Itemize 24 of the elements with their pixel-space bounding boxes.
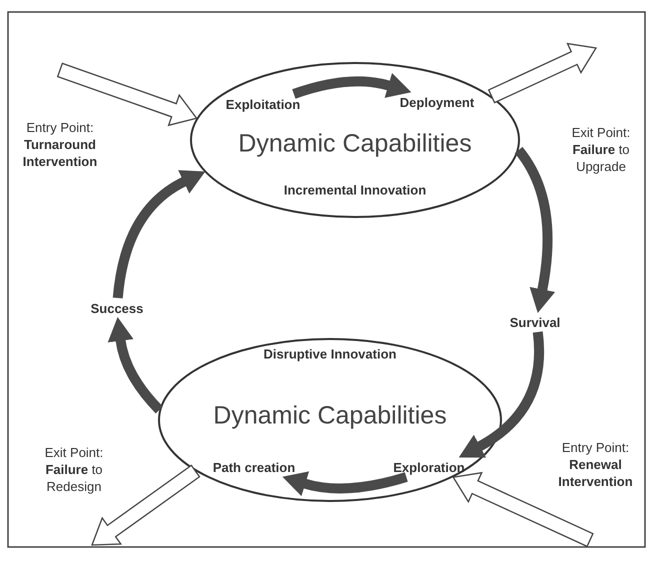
stage-label: Survival: [505, 312, 565, 332]
stage-label: Deployment: [395, 92, 479, 112]
stage-label: Exploitation: [222, 94, 304, 114]
cycle-arrow: [514, 147, 556, 314]
entry-exit-note: Entry Point: Renewal Intervention: [557, 440, 634, 491]
cycle-arrow: [108, 317, 163, 414]
cycle-arrow: [459, 332, 544, 458]
stage-label: Exploration: [388, 457, 470, 477]
ellipse-subtitle: Incremental Innovation: [284, 182, 426, 198]
entry-exit-note: Exit Point: Failure to Redesign: [44, 445, 104, 496]
hollow-arrow: [488, 42, 598, 104]
cycle-arrow: [292, 72, 412, 99]
ellipse-subtitle: Disruptive Innovation: [264, 346, 396, 362]
ellipse-title: Dynamic Capabilities: [238, 130, 472, 158]
hollow-arrow: [452, 472, 594, 548]
ellipse-title: Dynamic Capabilities: [213, 402, 447, 430]
hollow-arrow: [91, 464, 200, 546]
stage-label: Path creation: [208, 457, 300, 477]
hollow-arrow: [56, 62, 198, 126]
cycle-arrow: [282, 471, 408, 496]
entry-exit-note: Exit Point: Failure to Upgrade: [570, 125, 632, 176]
entry-exit-note: Entry Point: Turnaround Intervention: [22, 120, 98, 171]
stage-label: Success: [85, 298, 149, 318]
cycle-arrow: [112, 170, 205, 299]
